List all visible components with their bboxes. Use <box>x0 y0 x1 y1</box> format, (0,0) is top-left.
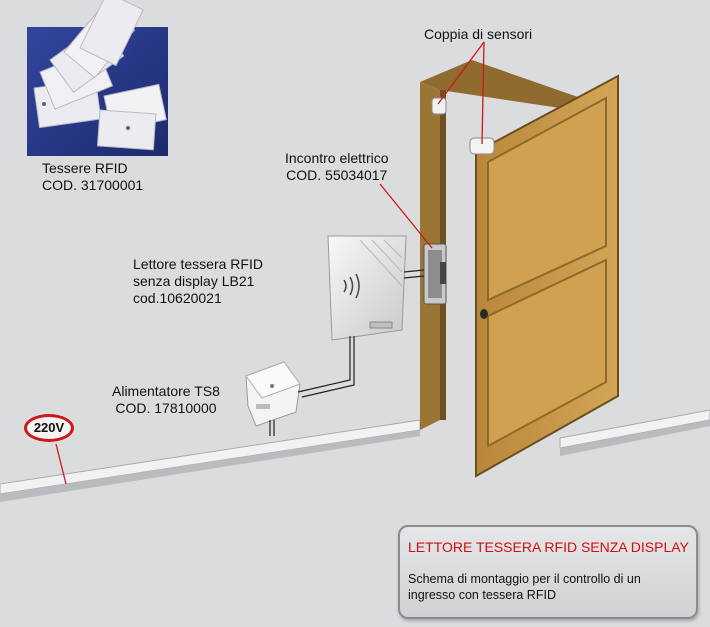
rfid-cards-name: Tessere RFID <box>42 160 128 176</box>
info-box-description: Schema di montaggio per il controllo di … <box>408 572 641 602</box>
sensor-pair-label: Coppia di sensori <box>424 26 533 42</box>
info-box: LETTORE TESSERA RFID SENZA DISPLAY Schem… <box>398 525 698 619</box>
sensor-frame <box>431 97 447 115</box>
power-supply-name: Alimentatore TS8 <box>112 383 220 399</box>
rfid-reader-code: cod.10620021 <box>133 290 222 306</box>
door-panel <box>475 74 619 478</box>
voltage-badge: 220V <box>24 414 74 442</box>
rfid-reader-model: senza display LB21 <box>133 273 255 289</box>
rfid-reader-name: Lettore tessera RFID <box>133 256 263 272</box>
electric-strike-label: Incontro elettrico COD. 55034017 <box>285 150 389 184</box>
electric-strike <box>423 243 447 305</box>
electric-strike-code: COD. 55034017 <box>286 167 388 183</box>
skirting-board <box>0 409 710 502</box>
wiring <box>269 269 425 436</box>
rfid-cards-label: Tessere RFID COD. 31700001 <box>42 160 143 194</box>
power-supply <box>245 361 301 427</box>
sensor-pair <box>431 97 495 155</box>
electric-strike-name: Incontro elettrico <box>285 150 389 166</box>
leader-lines <box>55 41 485 485</box>
power-supply-code: COD. 17810000 <box>115 400 217 416</box>
power-supply-label: Alimentatore TS8 COD. 17810000 <box>112 383 220 417</box>
rfid-reader <box>327 235 407 341</box>
rfid-cards-code: COD. 31700001 <box>42 177 144 193</box>
door-handle <box>480 309 488 319</box>
rfid-reader-label: Lettore tessera RFID senza display LB21 … <box>133 256 263 307</box>
rfid-cards-photo <box>27 0 168 156</box>
info-box-title: LETTORE TESSERA RFID SENZA DISPLAY <box>408 539 689 555</box>
rfid-cards-fan <box>33 0 167 151</box>
